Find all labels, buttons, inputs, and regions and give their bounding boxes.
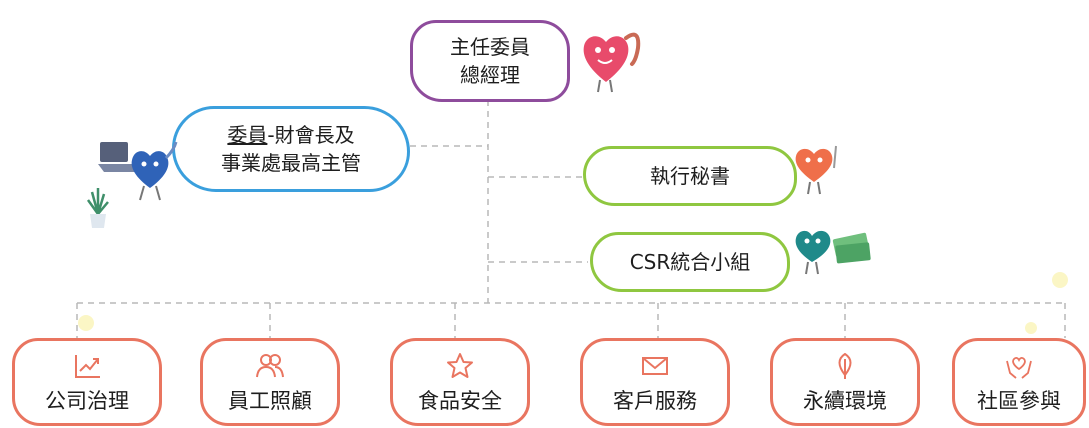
csr-group-label: CSR統合小組 [629,250,751,274]
team-box-food-safety: 食品安全 [390,338,530,426]
team-box-employee-care: 員工照顧 [200,338,340,426]
team-label: 客戶服務 [613,389,697,413]
team-box-corporate-governance: 公司治理 [12,338,162,426]
team-label: 社區參與 [977,389,1061,413]
committee-box: 委員-財會長及 事業處最高主管 [172,106,410,192]
heart-pen-icon [795,145,837,195]
decor-dot [1052,272,1068,288]
hands-heart-icon [1006,357,1032,379]
team-box-customer-service: 客戶服務 [580,338,730,426]
star-icon [447,353,473,378]
committee-line-2: 事業處最高主管 [221,151,361,175]
plant-icon [86,188,109,228]
decor-dot [1025,322,1037,334]
secretary-label: 執行秘書 [650,164,730,188]
heart-money-icon [795,230,871,275]
team-box-sustainable-environment: 永續環境 [770,338,920,426]
committee-member-label: 委員 [227,123,268,147]
heart-phone-icon [583,32,641,93]
chairman-title: 主任委員 [450,35,530,59]
team-box-community-engagement: 社區參與 [952,338,1086,426]
general-manager-title: 總經理 [460,63,520,87]
csr-group-box: CSR統合小組 [590,232,790,292]
secretary-box: 執行秘書 [583,146,797,206]
envelope-icon [642,357,668,375]
leaf-icon [838,352,852,379]
team-label: 員工照顧 [228,389,312,413]
decor-dot [78,315,94,331]
committee-finance-label: -財會長及 [267,123,355,147]
team-label: 公司治理 [45,389,129,413]
team-label: 食品安全 [418,389,502,413]
team-label: 永續環境 [803,389,887,413]
chart-icon [75,355,100,378]
committee-line-1: 委員-財會長及 [227,121,354,149]
people-icon [256,354,284,378]
chairman-box: 主任委員 總經理 [410,20,570,102]
laptop-heart-icon [98,141,178,201]
